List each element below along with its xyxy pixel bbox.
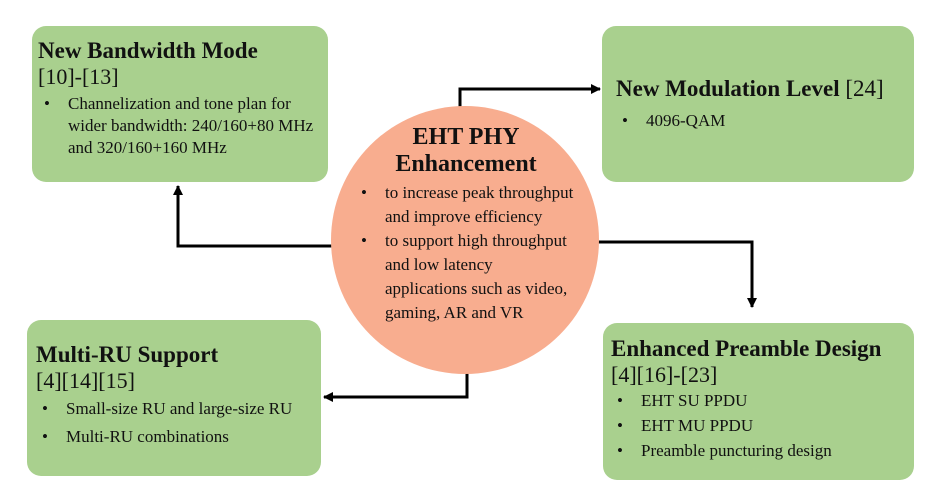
preamble-bullet-list: EHT SU PPDU EHT MU PPDU Preamble punctur… (611, 390, 908, 462)
new-bandwidth-mode-box: New Bandwidth Mode [10]-[13] Channelizat… (32, 26, 328, 182)
multiru-bullet-list: Small-size RU and large-size RU Multi-RU… (36, 398, 315, 448)
bandwidth-bullet-list: Channelization and tone plan for wider b… (38, 93, 318, 159)
enhanced-preamble-design-box: Enhanced Preamble Design [4][16]-[23] EH… (603, 323, 914, 480)
modulation-bullet-list: 4096-QAM (616, 110, 906, 132)
modulation-bullet: 4096-QAM (616, 110, 906, 132)
circle-title-line1: EHT PHY (412, 124, 520, 150)
circle-bullet: to support high throughput and low laten… (355, 229, 577, 325)
circle-bullet: to increase peak throughput and improve … (355, 181, 577, 229)
circle-title-line2: Enhancement (395, 151, 537, 177)
preamble-bullet: EHT MU PPDU (611, 415, 908, 437)
preamble-bullet: EHT SU PPDU (611, 390, 908, 412)
bandwidth-bullet: Channelization and tone plan for wider b… (38, 93, 318, 159)
eht-phy-enhancement-circle: EHT PHY Enhancement to increase peak thr… (331, 106, 599, 374)
preamble-bullet: Preamble puncturing design (611, 440, 908, 462)
preamble-title: Enhanced Preamble Design (611, 336, 882, 361)
circle-title: EHT PHY Enhancement (355, 124, 577, 178)
arrow-to-multiru (323, 370, 469, 402)
multi-ru-support-box: Multi-RU Support [4][14][15] Small-size … (27, 320, 321, 476)
multiru-title: Multi-RU Support (36, 342, 219, 367)
multiru-refs: [4][14][15] (36, 368, 135, 393)
modulation-title: New Modulation Level (616, 76, 840, 101)
arrow-to-preamble (598, 240, 757, 308)
arrow-to-bandwidth (173, 185, 332, 248)
modulation-title-row: New Modulation Level [24] (616, 75, 906, 102)
multiru-bullet: Small-size RU and large-size RU (36, 398, 315, 420)
bandwidth-refs: [10]-[13] (38, 64, 119, 89)
bandwidth-title: New Bandwidth Mode (38, 38, 258, 63)
new-modulation-level-box: New Modulation Level [24] 4096-QAM (602, 26, 914, 182)
multiru-bullet: Multi-RU combinations (36, 426, 315, 448)
circle-bullet-list: to increase peak throughput and improve … (355, 181, 577, 325)
preamble-refs: [4][16]-[23] (611, 362, 718, 387)
modulation-ref: [24] (845, 76, 884, 101)
